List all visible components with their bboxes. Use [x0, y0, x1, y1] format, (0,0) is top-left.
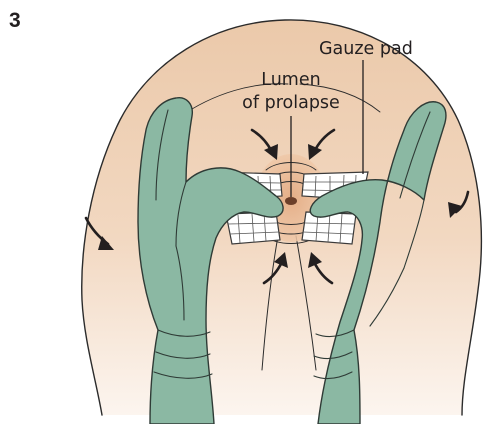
lumen-label-line1: Lumen [261, 70, 320, 90]
gauze-pad-label: Gauze pad [319, 39, 413, 59]
figure-number: 3 [9, 9, 21, 32]
lumen-label-line2: of prolapse [242, 93, 340, 113]
prolapse-lumen [285, 197, 297, 205]
